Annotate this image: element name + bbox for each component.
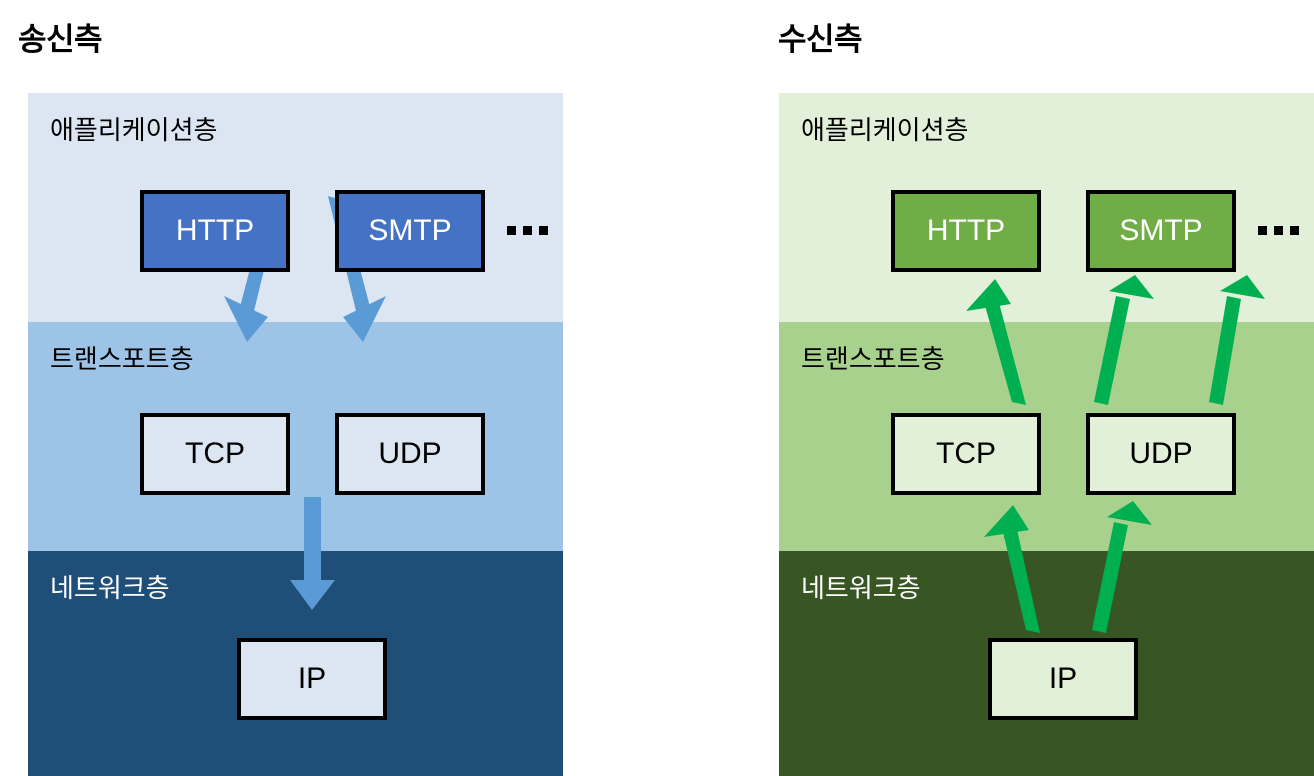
receiver-udp-label: UDP	[1129, 437, 1193, 470]
receiver-transport-layer-label: 트랜스포트층	[801, 344, 945, 374]
receiver-smtp-box[interactable]: SMTP	[1086, 190, 1236, 272]
receiver-tcp-label: TCP	[936, 437, 996, 470]
sender-transport-layer-label: 트랜스포트층	[50, 344, 194, 374]
sender-http-label: HTTP	[175, 214, 255, 247]
sender-udp-label: UDP	[378, 437, 442, 470]
sender-tcp-box[interactable]: TCP	[140, 413, 290, 495]
receiver-panel-title: 수신측	[778, 22, 863, 57]
sender-panel-title: 송신측	[18, 22, 103, 57]
sender-smtp-label: SMTP	[368, 214, 452, 247]
sender-tcp-label: TCP	[185, 437, 245, 470]
receiver-network-layer-label: 네트워크층	[801, 573, 921, 603]
sender-ip-box[interactable]: IP	[237, 638, 387, 720]
sender-smtp-box[interactable]: SMTP	[335, 190, 485, 272]
sender-ellipsis-icon	[507, 226, 548, 235]
receiver-ip-label: IP	[1048, 662, 1078, 695]
receiver-tcp-box[interactable]: TCP	[891, 413, 1041, 495]
sender-http-box[interactable]: HTTP	[140, 190, 290, 272]
receiver-ip-box[interactable]: IP	[988, 638, 1138, 720]
receiver-smtp-label: SMTP	[1119, 214, 1203, 247]
sender-application-layer-label: 애플리케이션층	[50, 115, 218, 145]
receiver-http-label: HTTP	[926, 214, 1006, 247]
receiver-protocol-stack: 애플리케이션층 트랜스포트층 네트워크층	[779, 93, 1314, 776]
sender-ip-label: IP	[297, 662, 327, 695]
sender-network-layer-label: 네트워크층	[50, 573, 170, 603]
receiver-ellipsis-icon	[1258, 226, 1299, 235]
receiver-udp-box[interactable]: UDP	[1086, 413, 1236, 495]
receiver-application-layer-label: 애플리케이션층	[801, 115, 969, 145]
receiver-http-box[interactable]: HTTP	[891, 190, 1041, 272]
sender-protocol-stack: 애플리케이션층 트랜스포트층 네트워크층	[28, 93, 563, 776]
sender-udp-box[interactable]: UDP	[335, 413, 485, 495]
